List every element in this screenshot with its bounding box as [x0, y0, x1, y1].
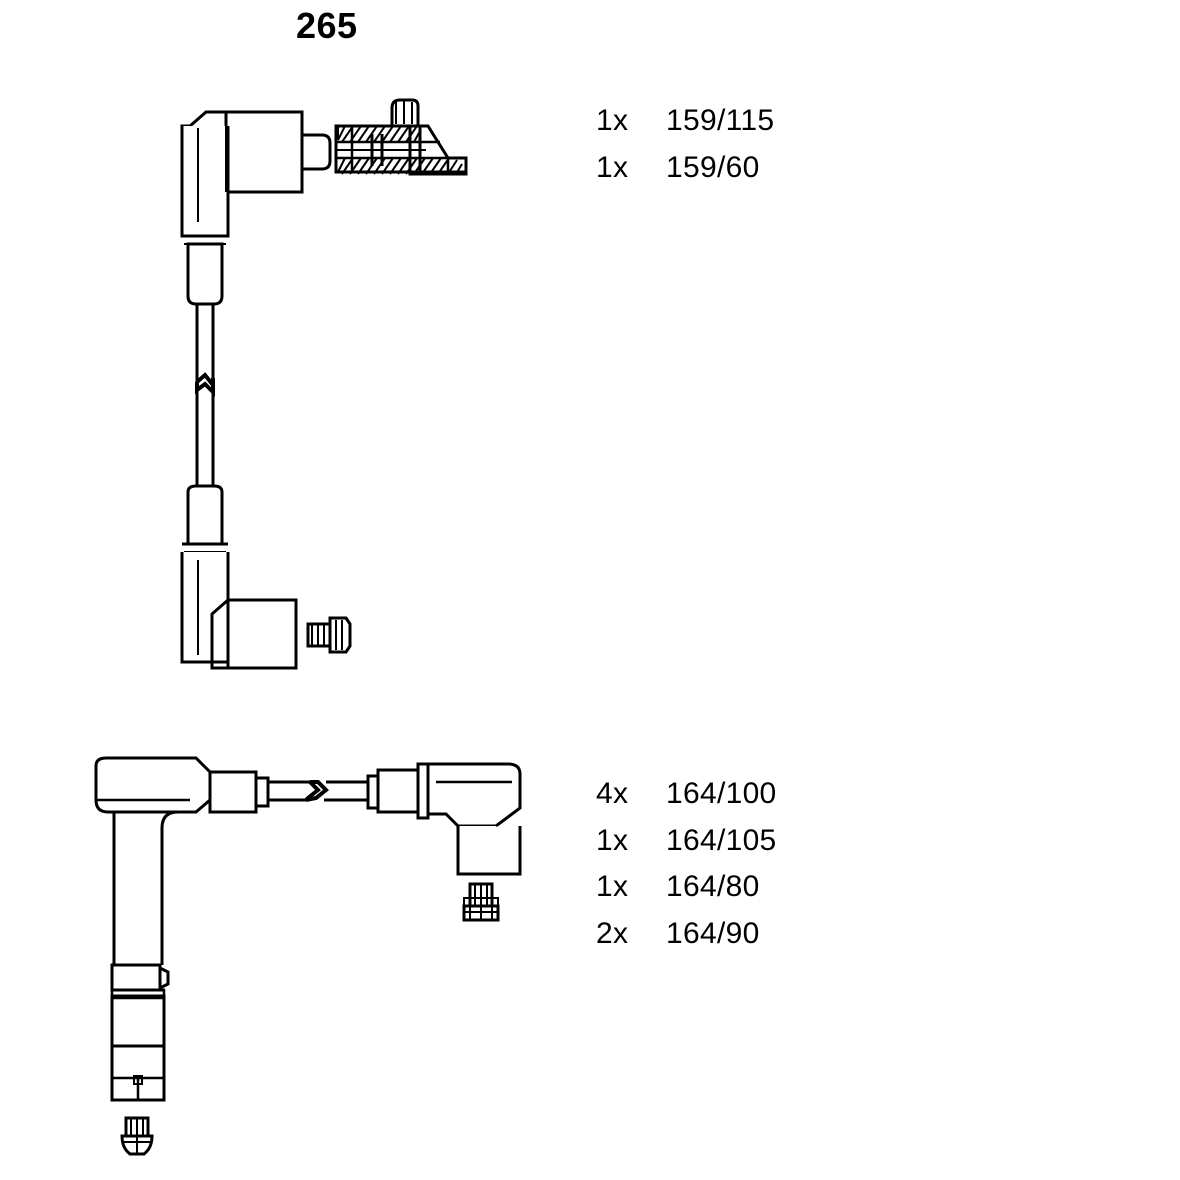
right-angle-plug-boot-bottom	[180, 484, 298, 670]
legend-row: 1x 159/60	[596, 151, 774, 198]
elbow-boot-left	[94, 756, 212, 965]
legend-row: 2x 164/90	[596, 917, 777, 964]
cable-sleeve-right	[366, 762, 430, 820]
legend-row: 1x 164/105	[596, 824, 777, 871]
horizontal-cable-with-break-mark	[268, 780, 368, 802]
sectioned-coil-connector	[334, 98, 468, 176]
ignition-cable-upper-assembly	[180, 98, 468, 670]
terminal-pin-small	[306, 616, 352, 654]
cable-sleeve-left	[208, 770, 270, 814]
right-angle-boot-right-down	[426, 762, 522, 876]
legend-part-code: 159/115	[666, 104, 775, 137]
cable-with-break-mark	[195, 304, 215, 492]
ignition-cable-lower-assembly	[94, 756, 522, 1156]
legend-quantity: 1x	[596, 150, 629, 184]
legend-row: 1x 159/115	[596, 104, 774, 151]
legend-part-code: 164/100	[666, 777, 777, 810]
right-angle-plug-boot-top	[180, 110, 332, 306]
legend-part-code: 159/60	[666, 150, 760, 184]
page-title: 265	[296, 5, 358, 46]
legend-row: 4x 164/100	[596, 777, 777, 824]
legend-quantity: 2x	[596, 916, 629, 950]
legend-quantity: 4x	[596, 777, 629, 810]
legend-lower: 4x 164/100 1x 164/105 1x 164/80 2x 164/9…	[596, 777, 777, 963]
legend-part-code: 164/105	[666, 823, 777, 857]
legend-quantity: 1x	[596, 823, 629, 857]
straight-boot-bottom-left	[110, 963, 170, 1102]
legend-part-code: 164/90	[666, 916, 760, 950]
legend-row: 1x 164/80	[596, 870, 777, 917]
terminal-pin-right	[462, 882, 500, 922]
terminal-pin-bottom	[120, 1116, 154, 1156]
legend-part-code: 164/80	[666, 870, 760, 903]
legend-quantity: 1x	[596, 870, 629, 903]
legend-quantity: 1x	[596, 104, 629, 137]
legend-upper: 1x 159/115 1x 159/60	[596, 104, 774, 197]
